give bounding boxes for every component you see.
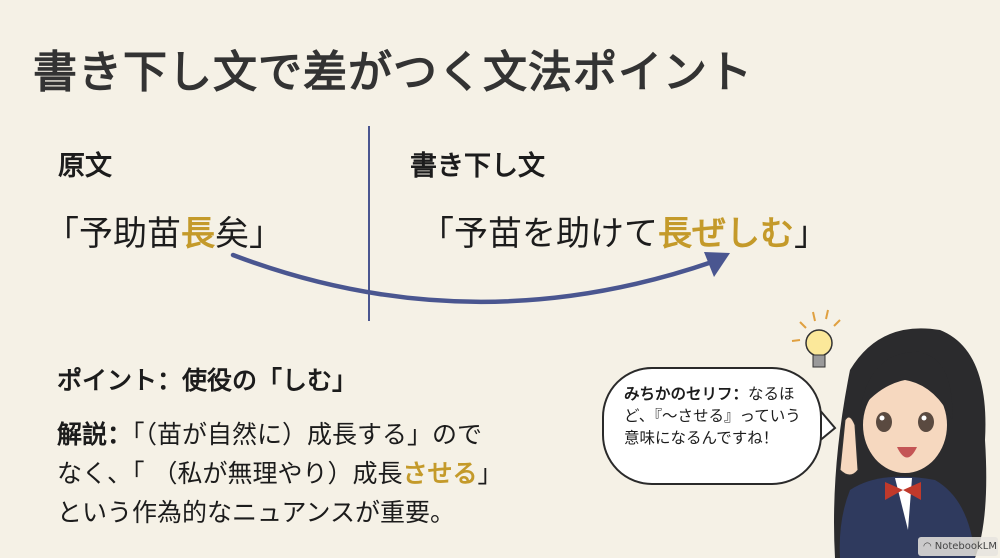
original-open: 「予助苗: [45, 214, 181, 254]
speech-speaker: みちかのセリフ：: [624, 385, 749, 403]
kakikudashi-phrase: 「予苗を助けて長ぜしむ」: [420, 206, 828, 255]
kakikudashi-close: 」: [794, 214, 828, 254]
explanation-line2-highlight: させる: [402, 459, 478, 488]
original-text-label: 原文: [58, 151, 112, 182]
column-divider: [368, 126, 370, 321]
point-heading: ポイント：使役の「しむ」: [57, 366, 358, 395]
watermark-label: NotebookLM: [934, 541, 997, 552]
original-highlight: 長: [181, 214, 215, 254]
original-close: 矣」: [215, 214, 283, 254]
speech-bubble: みちかのセリフ：なるほど、『～させる』っていう意味になるんですね！: [602, 367, 822, 485]
kakikudashi-highlight: 長ぜしむ: [658, 214, 794, 254]
explanation-lead: 解説：: [57, 420, 133, 449]
notebooklm-logo-icon: ◠: [923, 541, 932, 552]
kakikudashi-open: 「予苗を助けて: [420, 214, 658, 254]
explanation-line2-pre: なく、「 （私が無理やり）成長: [57, 459, 403, 488]
kakikudashi-label: 書き下し文: [410, 151, 545, 182]
notebooklm-watermark: ◠ NotebookLM: [918, 537, 998, 556]
explanation-line1: 「（苗が自然に）成長する」ので: [132, 420, 483, 449]
original-text-phrase: 「予助苗長矣」: [45, 206, 283, 255]
explanation: 解説：「（苗が自然に）成長する」ので なく、「 （私が無理やり）成長させる」 と…: [57, 415, 587, 532]
explanation-line3: という作為的なニュアンスが重要。: [57, 498, 456, 527]
explanation-line2-post: 」: [477, 459, 503, 488]
speech-text: なるほど、『～させる』っていう意味になるんですね！: [624, 385, 801, 447]
slide-title: 書き下し文で差がつく文法ポイント: [33, 47, 753, 98]
lightbulb-icon: [791, 309, 841, 368]
